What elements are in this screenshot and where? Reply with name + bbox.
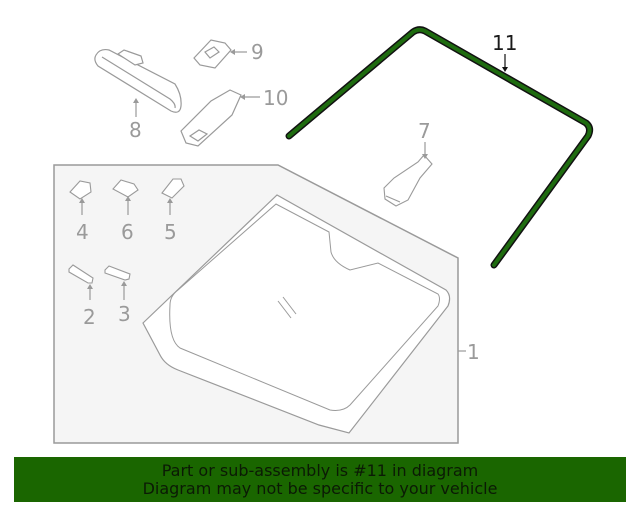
arrow-icon-7 (422, 154, 428, 159)
arrow-icon-11 (502, 67, 508, 72)
callout-5[interactable]: 5 (164, 220, 177, 244)
mirror-cover-part-10[interactable] (180, 89, 242, 147)
callout-3[interactable]: 3 (118, 302, 131, 326)
callout-8[interactable]: 8 (129, 118, 142, 142)
banner-line-part-info: Part or sub-assembly is #11 in diagram (161, 460, 479, 480)
callout-2[interactable]: 2 (83, 305, 96, 329)
callout-1[interactable]: 1 (467, 340, 480, 364)
windshield-glass-part-1[interactable] (142, 194, 451, 434)
arrow-icon-5 (167, 198, 173, 203)
sensor-cover-part-7[interactable] (383, 154, 433, 207)
sensor-bracket-part-9[interactable] (193, 39, 232, 69)
callout-6[interactable]: 6 (121, 220, 134, 244)
arrow-icon-4 (79, 198, 85, 203)
info-banner: Part or sub-assembly is #11 in diagram D… (14, 457, 626, 502)
strip-part-3[interactable] (104, 265, 131, 281)
strip-part-2[interactable] (68, 264, 94, 284)
callout-4[interactable]: 4 (76, 220, 89, 244)
arrow-icon-2 (87, 284, 93, 289)
arrow-icon-6 (125, 196, 131, 201)
callout-10[interactable]: 10 (263, 86, 289, 110)
arrow-icon-9 (230, 49, 235, 55)
banner-line-disclaimer: Diagram may not be specific to your vehi… (142, 478, 498, 498)
callout-9[interactable]: 9 (251, 40, 264, 64)
arrow-icon-8 (133, 98, 139, 103)
windshield-molding-part-11[interactable] (285, 26, 594, 269)
clip-part-6[interactable] (112, 179, 139, 198)
parts-diagram (53, 26, 594, 444)
callout-11[interactable]: 11 (492, 31, 518, 55)
clip-part-4[interactable] (69, 180, 92, 200)
arrow-icon-10 (240, 94, 245, 100)
arrow-icon-3 (121, 281, 127, 286)
clip-part-5[interactable] (161, 178, 185, 199)
rearview-mirror-part-8[interactable] (94, 48, 182, 113)
callout-7[interactable]: 7 (418, 119, 431, 143)
